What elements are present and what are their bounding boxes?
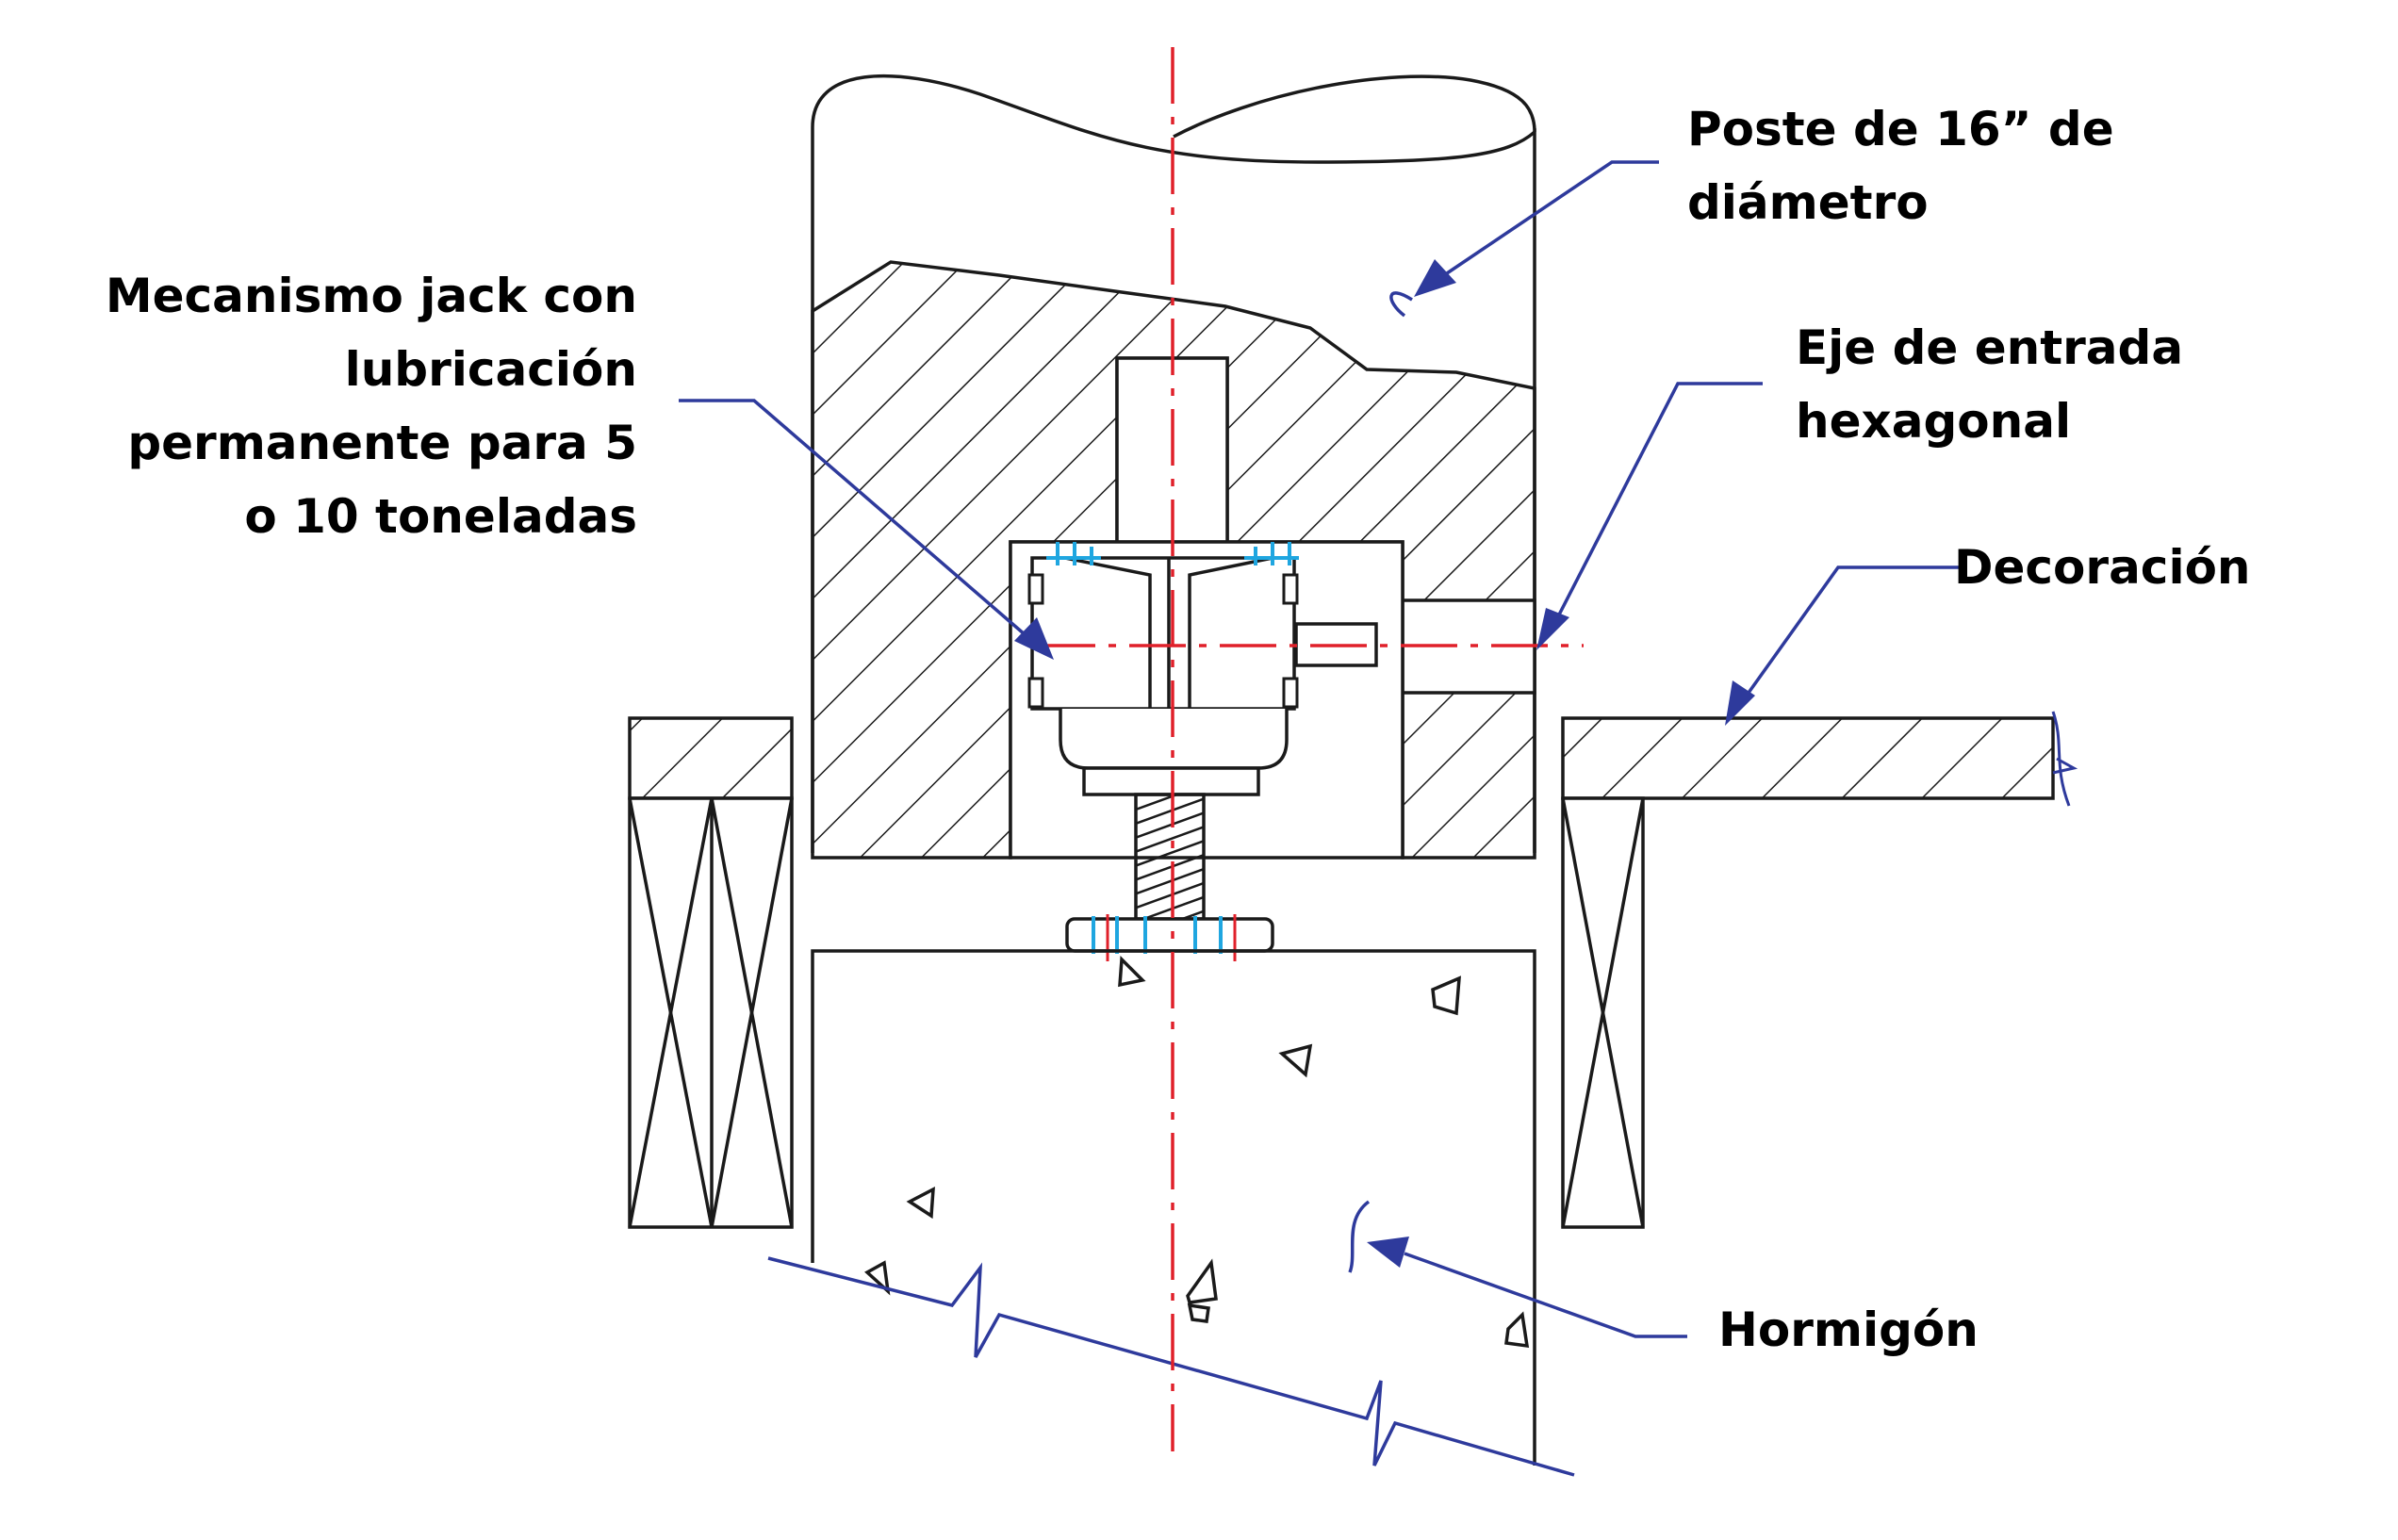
label-poste: Poste de 16” de diámetro xyxy=(1687,92,2114,239)
leader-lines xyxy=(679,160,1961,1338)
centerlines xyxy=(1039,47,1584,1451)
label-eje-line-2: hexagonal xyxy=(1796,394,2072,449)
leader-mecanismo xyxy=(679,399,1034,643)
leader-eje xyxy=(1553,382,1763,623)
decoration-break-mark xyxy=(2051,711,2071,807)
label-mecanismo-line-4: o 10 toneladas xyxy=(244,489,637,544)
label-eje-line-1: Eje de entrada xyxy=(1796,320,2184,375)
post-outline xyxy=(811,74,1536,853)
label-decoracion: Decoración xyxy=(1954,531,2251,604)
jack-base-plate xyxy=(1065,917,1274,953)
section-break-lines xyxy=(767,1256,1575,1477)
label-mecanismo-line-1: Mecanismo jack con xyxy=(105,269,637,323)
jack-gearbox xyxy=(1009,540,1404,860)
label-hormigon-line-1: Hormigón xyxy=(1718,1302,1979,1357)
label-poste-line-2: diámetro xyxy=(1687,175,1929,230)
leader-poste xyxy=(1446,160,1659,275)
base-plate-bolts xyxy=(1092,916,1223,954)
label-mecanismo: Mecanismo jack con lubricación permanent… xyxy=(94,259,637,553)
label-eje: Eje de entrada hexagonal xyxy=(1796,311,2183,458)
label-decoracion-line-1: Decoración xyxy=(1954,540,2251,595)
leader-hormigon xyxy=(1404,1252,1687,1338)
leader-decoracion xyxy=(1747,565,1961,695)
label-hormigon: Hormigón xyxy=(1718,1293,1979,1367)
leader-arrowheads xyxy=(1014,259,1755,1268)
label-mecanismo-line-2: lubricación xyxy=(344,342,637,397)
gearbox-bolts xyxy=(1027,573,1299,709)
concrete-aggregate xyxy=(864,956,1530,1349)
label-poste-line-1: Poste de 16” de xyxy=(1687,102,2114,156)
top-bolt-marks xyxy=(1046,542,1299,565)
left-decoration xyxy=(628,716,794,1229)
label-mecanismo-line-3: permanente para 5 xyxy=(127,416,637,470)
concrete-pier xyxy=(811,949,1536,1466)
right-decoration xyxy=(1561,716,2055,1229)
jack-screw-spring xyxy=(1134,793,1206,921)
